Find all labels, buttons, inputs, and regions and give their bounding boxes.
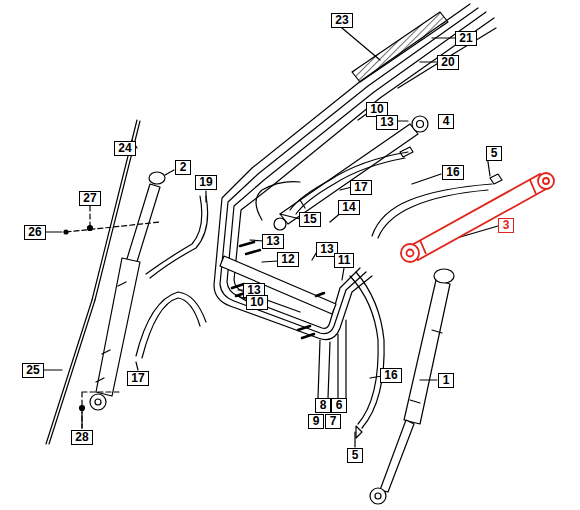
callout-number: 13 [380, 115, 393, 129]
callout-box: 11 [334, 253, 355, 268]
callout-number: 24 [118, 141, 131, 155]
callout-box: 2 [175, 160, 191, 175]
cylinder-1 [370, 269, 454, 504]
hose [256, 182, 300, 220]
callout-box: 3 [498, 218, 514, 233]
callout-number: 28 [75, 430, 88, 444]
callout-number: 13 [320, 242, 333, 256]
callout-number: 5 [491, 146, 498, 160]
hose [356, 272, 384, 428]
callout-number: 8 [320, 398, 327, 412]
callout-number: 6 [336, 398, 343, 412]
callout-box: 13 [262, 234, 283, 249]
callout-box: 14 [338, 200, 359, 215]
callout-box: 6 [331, 398, 347, 413]
callout-box: 16 [380, 368, 401, 383]
callout-number: 13 [266, 234, 279, 248]
callout-number: 7 [330, 414, 337, 428]
callout-number: 1 [443, 373, 450, 387]
callout-number: 9 [313, 414, 320, 428]
callout-box: 17 [127, 371, 148, 386]
callout-box: 27 [79, 191, 100, 206]
callout-number: 20 [441, 55, 454, 69]
callout-box: 20 [437, 55, 458, 70]
callout-number: 17 [131, 371, 144, 385]
callout-number: 10 [370, 102, 383, 116]
callout-box: 12 [277, 252, 298, 267]
callout-box: 21 [455, 31, 476, 46]
callout-number: 25 [26, 363, 39, 377]
callout-box: 8 [315, 398, 331, 413]
callout-box: 1 [438, 373, 454, 388]
hose-bundle [214, 4, 496, 398]
cylinder-3 [401, 173, 554, 262]
callout-number: 19 [199, 175, 212, 189]
callout-number: 27 [83, 191, 96, 205]
callout-box: 28 [71, 430, 92, 445]
callout-box: 9 [308, 414, 324, 429]
rod [92, 120, 137, 300]
callout-number: 23 [335, 13, 348, 27]
callout-number: 4 [443, 114, 450, 128]
cylinder-2 [90, 172, 165, 410]
callout-box: 25 [22, 363, 43, 378]
callout-number: 26 [28, 225, 41, 239]
callout-box: 24 [114, 141, 135, 156]
callout-box: 17 [350, 180, 371, 195]
callout-box: 13 [376, 115, 397, 130]
callout-box: 23 [331, 13, 352, 28]
callout-number: 17 [354, 180, 367, 194]
callout-box: 7 [325, 414, 341, 429]
callout-number: 10 [250, 295, 263, 309]
callout-number: 14 [342, 200, 355, 214]
callout-box: 5 [347, 448, 363, 463]
callout-number: 16 [446, 165, 459, 179]
callout-number: 2 [180, 160, 187, 174]
callout-box: 5 [486, 146, 502, 161]
cylinder-4 [274, 116, 428, 230]
callout-box: 19 [195, 175, 216, 190]
callout-number: 15 [303, 212, 316, 226]
callout-number: 5 [352, 448, 359, 462]
callout-box: 16 [442, 165, 463, 180]
callout-number: 12 [281, 252, 294, 266]
callout-number: 21 [459, 31, 472, 45]
callout-number: 3 [503, 218, 510, 232]
callout-box: 4 [438, 114, 454, 129]
callout-box: 15 [299, 212, 320, 227]
callout-number: 16 [384, 368, 397, 382]
callout-number: 11 [338, 253, 351, 267]
callout-box: 26 [24, 225, 45, 240]
hose-sleeve [352, 12, 448, 82]
rod [46, 300, 92, 444]
callout-box: 10 [246, 295, 267, 310]
